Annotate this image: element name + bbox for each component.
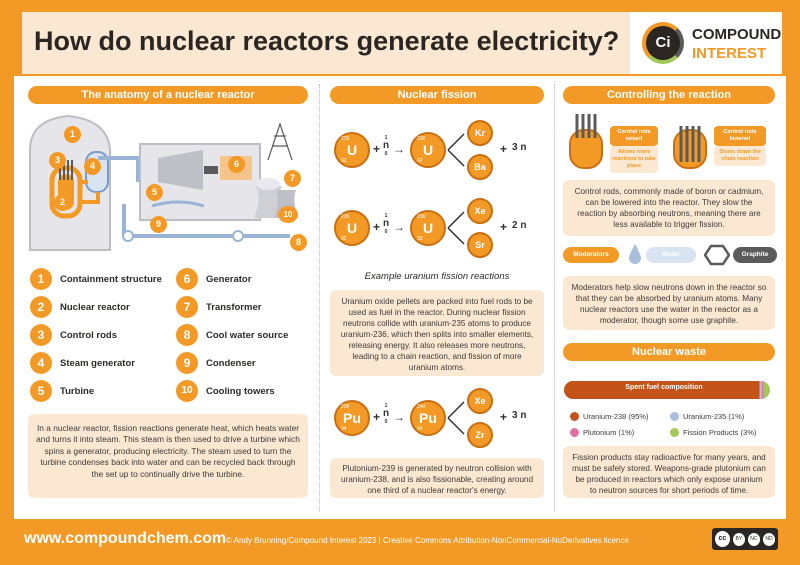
cc-license-icon: cc BY NC ND — [712, 528, 778, 550]
diagram-marker: 6 — [228, 154, 245, 173]
neutron-count: 2 n — [512, 220, 527, 231]
spent-fuel-label: Spent fuel composition — [625, 384, 703, 391]
divider — [319, 84, 320, 512]
arrow: → — [393, 142, 405, 156]
diagram-marker: 5 — [146, 182, 163, 201]
waste-text: Fission products stay radioactive for ma… — [563, 446, 775, 498]
rods-lowered-label: Control rods lowered — [714, 126, 766, 146]
rods-raised-effect: Allows more reactions to take place — [610, 146, 658, 173]
brand-line1: COMPOUND — [692, 26, 782, 43]
diagram-marker: 4 — [84, 156, 101, 175]
graphite-hexagon-icon — [704, 244, 730, 266]
plus-sign: + — [500, 220, 508, 234]
plus-sign: + — [500, 142, 508, 156]
anatomy-description: In a nuclear reactor, fission reactions … — [28, 414, 308, 498]
neutron-count: 3 n — [512, 142, 527, 153]
composition-legend: Uranium-238 (95%) — [570, 412, 648, 421]
plutonium-text: Plutonium-239 is generated by neutron co… — [330, 458, 544, 498]
composition-legend: Fission Products (3%) — [670, 428, 756, 437]
atom: Xe — [467, 388, 493, 414]
plus-sign: + — [373, 220, 381, 234]
composition-legend: Plutonium (1%) — [570, 428, 634, 437]
split-arrows — [447, 133, 465, 167]
atom: Kr — [467, 120, 493, 146]
divider — [554, 84, 555, 512]
rods-raised-label: Control rods raised — [610, 126, 658, 146]
cc-badge: cc — [715, 531, 730, 547]
water-pill: Water — [646, 247, 696, 263]
rods-lowered-effect: Slows down the chain reaction — [714, 146, 766, 166]
diagram-marker: 8 — [290, 232, 307, 251]
waste-header: Nuclear waste — [563, 343, 775, 361]
composition-segment — [761, 381, 764, 399]
footer-credit: © Andy Brunning/Compound Interest 2023 |… — [226, 536, 629, 545]
water-drop-icon — [629, 244, 641, 264]
split-arrows — [447, 211, 465, 245]
diagram-marker: 1 — [64, 124, 81, 143]
uranium-text: Uranium oxide pellets are packed into fu… — [330, 290, 544, 376]
control-rods-raised-icon — [569, 114, 603, 169]
diagram-marker: 7 — [284, 168, 301, 187]
page-title: How do nuclear reactors generate electri… — [34, 26, 620, 56]
composition-legend: Uranium-235 (1%) — [670, 412, 744, 421]
brand-logo-icon: Ci — [642, 22, 684, 64]
graphite-pill: Graphite — [733, 247, 777, 263]
composition-segment — [759, 381, 762, 399]
neutron-count: 3 n — [512, 410, 527, 421]
brand-line2: INTEREST — [692, 45, 767, 62]
diagram-marker: 9 — [150, 214, 167, 233]
diagram-marker: 3 — [49, 150, 66, 169]
cc-nc: NC — [747, 532, 760, 546]
title-bar — [22, 12, 630, 74]
composition-segment — [564, 381, 760, 399]
spent-fuel-bar — [564, 381, 770, 399]
plus-sign: + — [373, 142, 381, 156]
arrow: → — [393, 410, 405, 424]
brand-box: Ci COMPOUND INTEREST — [630, 12, 782, 74]
control-text: Control rods, commonly made of boron or … — [563, 180, 775, 236]
footer-url[interactable]: www.compoundchem.com — [24, 530, 227, 547]
diagram-marker: 10 — [278, 204, 298, 223]
composition-segment — [763, 381, 770, 399]
control-rods-lowered-icon — [673, 126, 707, 169]
cc-by: BY — [732, 532, 745, 546]
diagram-marker: 2 — [54, 192, 71, 211]
plus-sign: + — [373, 410, 381, 424]
moderator-text: Moderators help slow neutrons down in th… — [563, 276, 775, 330]
arrow: → — [393, 220, 405, 234]
atom: Ba — [467, 154, 493, 180]
fission-header: Nuclear fission — [330, 86, 544, 104]
moderators-pill: Moderators — [563, 247, 619, 263]
anatomy-header: The anatomy of a nuclear reactor — [28, 86, 308, 104]
cc-nd: ND — [762, 532, 775, 546]
atom: Sr — [467, 232, 493, 258]
atom: Zr — [467, 422, 493, 448]
atom: Xe — [467, 198, 493, 224]
fission-caption: Example uranium fission reactions — [364, 271, 510, 282]
plus-sign: + — [500, 410, 508, 424]
split-arrows — [447, 401, 465, 435]
control-header: Controlling the reaction — [563, 86, 775, 104]
